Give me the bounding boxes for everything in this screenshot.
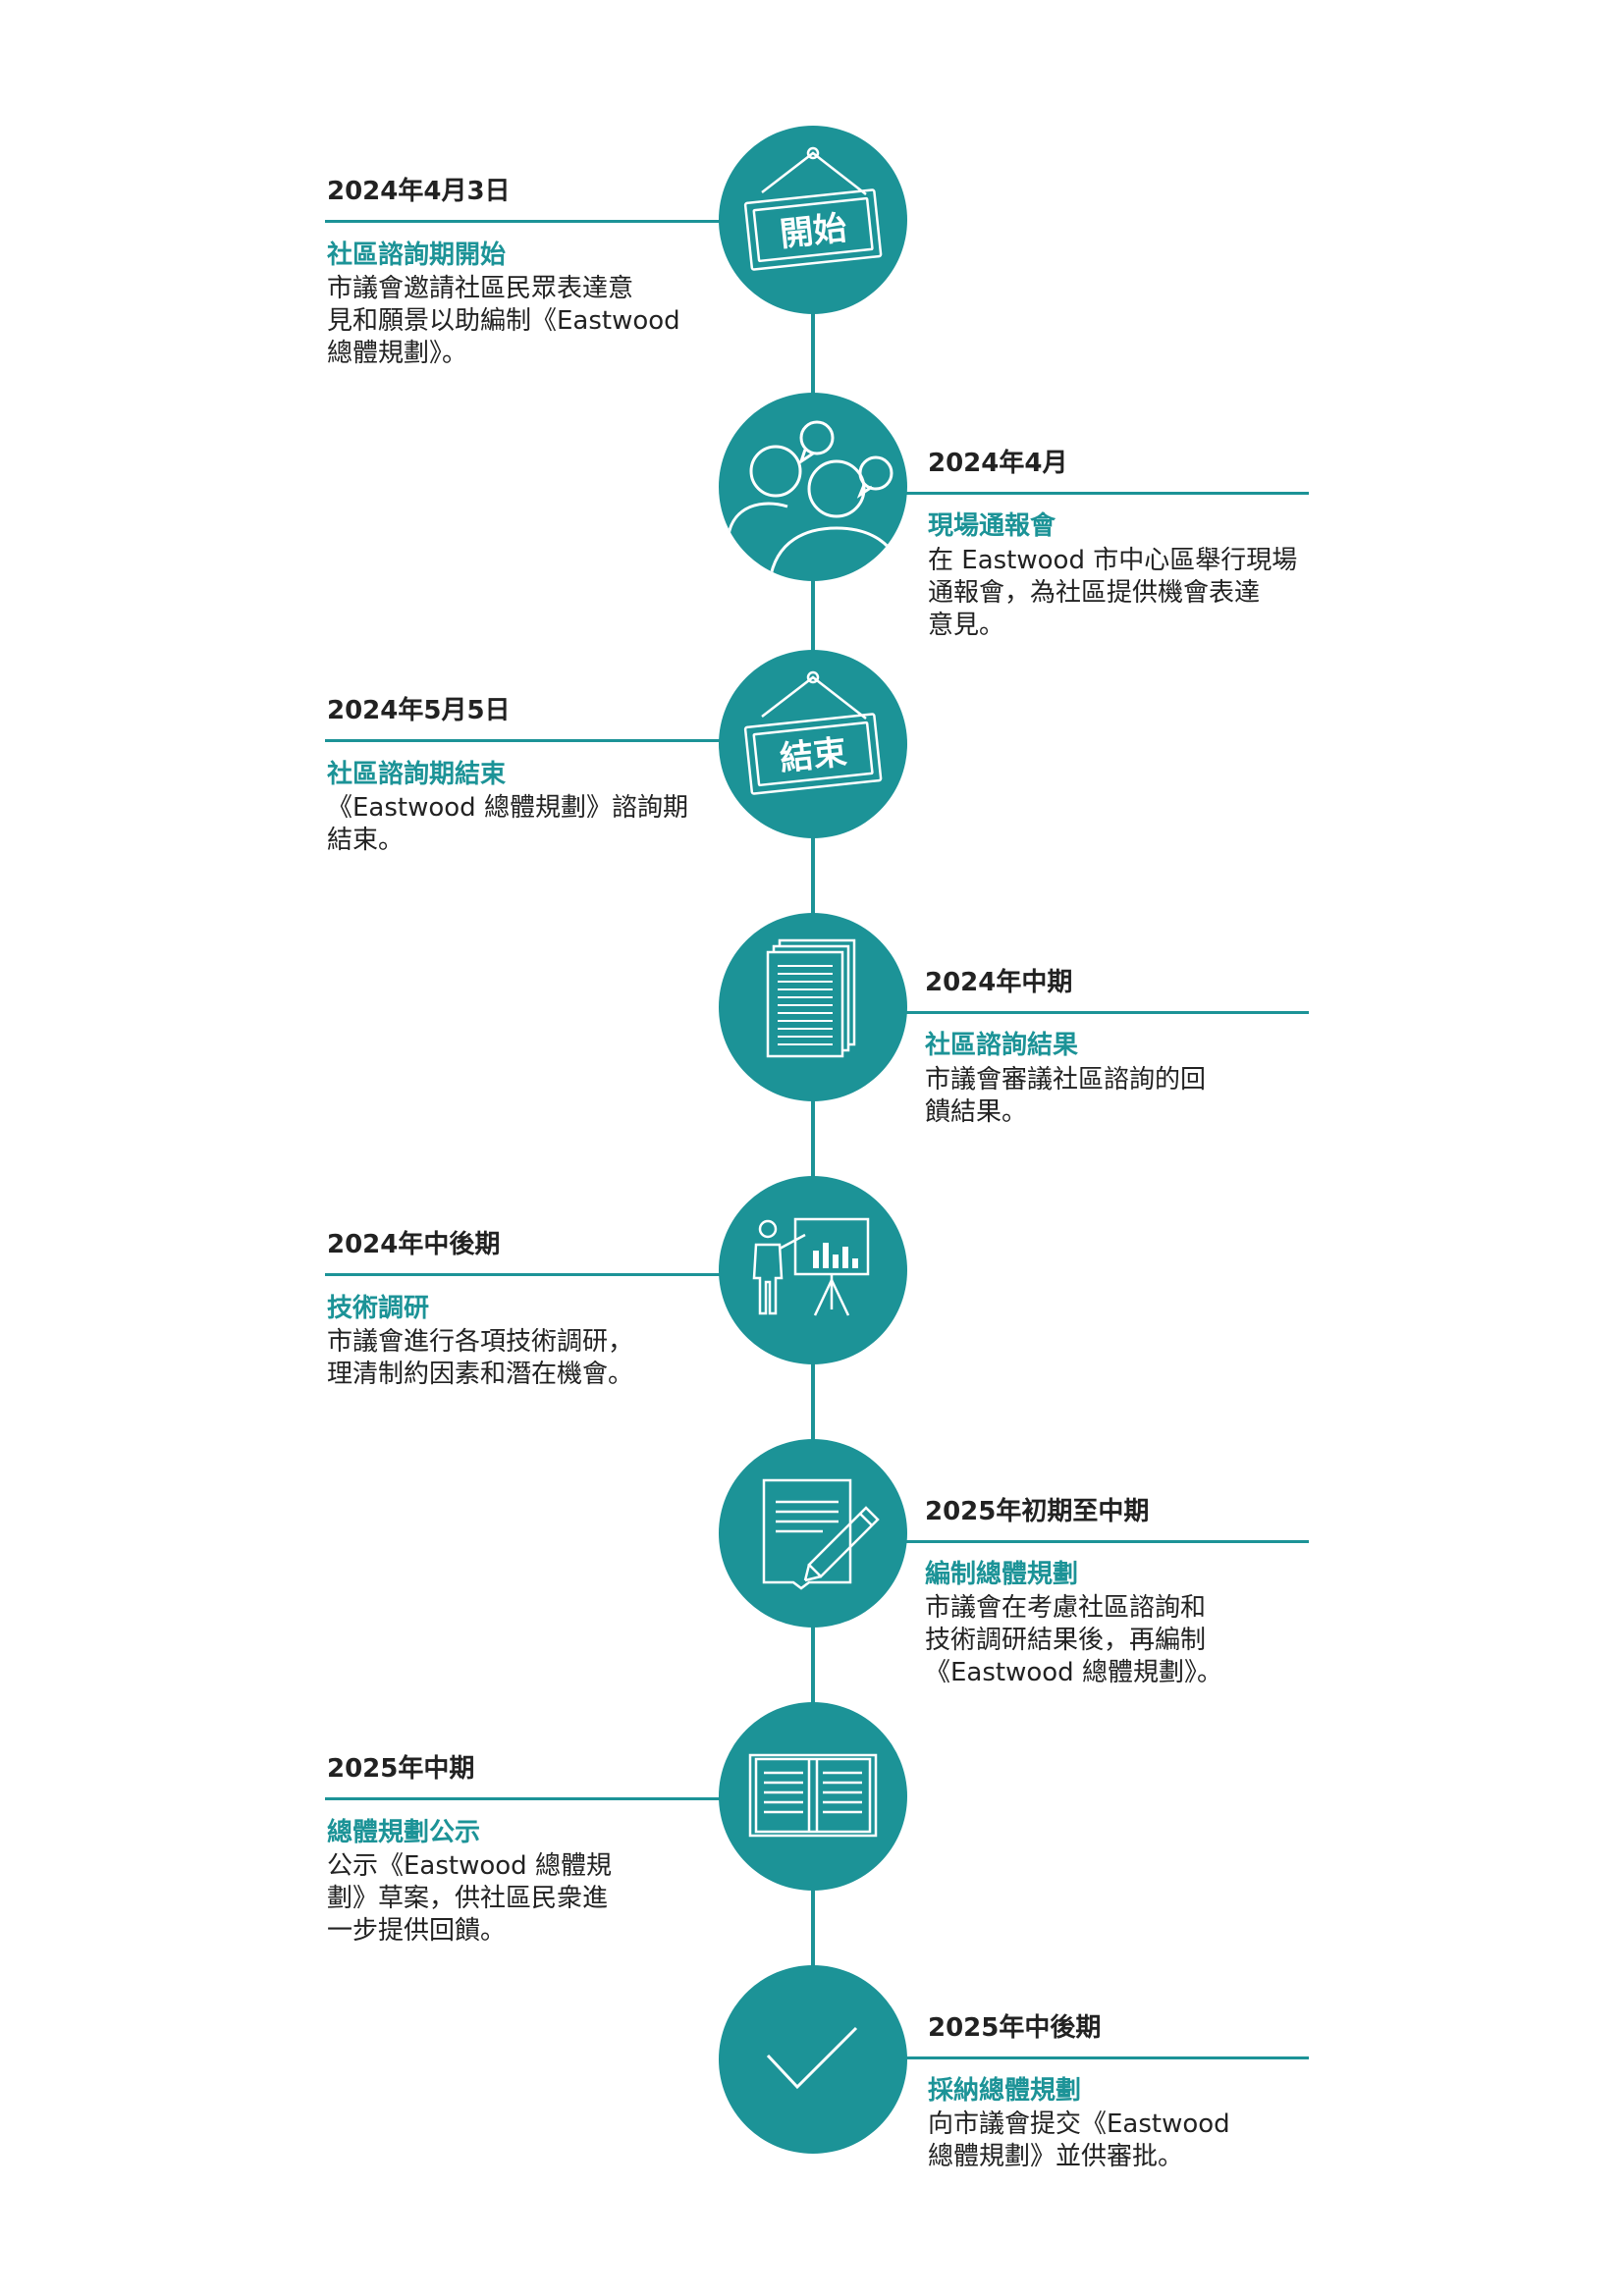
connector-line [325, 1273, 728, 1276]
timeline-date: 2024年中後期 [327, 1230, 501, 1259]
timeline-date: 2024年4月 [928, 449, 1068, 478]
timeline-description: 公示《Eastwood 總體規 劃》草案，供社區民衆進 一步提供回饋。 [327, 1851, 612, 1946]
timeline-date: 2025年中後期 [928, 2013, 1102, 2043]
timeline-title: 社區諮詢期結束 [327, 760, 507, 789]
timeline-node: 結束 [719, 650, 907, 838]
timeline-node [719, 1439, 907, 1628]
timeline-node: 開始 [719, 126, 907, 314]
open-book-icon [748, 1753, 878, 1838]
timeline-node [719, 913, 907, 1101]
timeline-title: 技術調研 [327, 1294, 430, 1323]
timeline-description: 在 Eastwood 市中心區舉行現場 通報會，為社區提供機會表達 意見。 [928, 546, 1298, 640]
timeline-description: 市議會在考慮社區諮詢和 技術調研結果後，再編制 《Eastwood 總體規劃》。 [925, 1593, 1222, 1687]
timeline-node [719, 1965, 907, 2154]
timeline-description: 《Eastwood 總體規劃》諮詢期 結束。 [327, 793, 688, 855]
checkmark-icon [766, 2026, 858, 2090]
timeline-title: 採納總體規劃 [928, 2076, 1082, 2106]
timeline-description: 市議會邀請社區民眾表達意 見和願景以助編制《Eastwood 總體規劃》。 [327, 274, 680, 368]
timeline-node [719, 1176, 907, 1364]
hanging-sign-icon: 開始 [743, 146, 883, 271]
sign-label: 開始 [778, 209, 848, 255]
timeline-title: 編制總體規劃 [925, 1560, 1079, 1589]
connector-line [325, 1797, 728, 1800]
timeline-date: 2024年5月5日 [327, 696, 511, 725]
timeline-date: 2025年初期至中期 [925, 1497, 1150, 1526]
timeline-date: 2025年中期 [327, 1754, 475, 1784]
connector-line [325, 739, 728, 742]
timeline-date: 2024年中期 [925, 968, 1073, 997]
document-pencil-icon [762, 1478, 880, 1590]
timeline-description: 市議會審議社區諮詢的回 饋結果。 [925, 1065, 1207, 1127]
documents-stack-icon [766, 938, 856, 1058]
presenter-chart-icon [752, 1217, 870, 1316]
connector-line [901, 2056, 1309, 2059]
connector-line [325, 220, 728, 223]
timeline-title: 總體規劃公示 [327, 1818, 481, 1847]
hanging-sign-icon: 結束 [743, 670, 883, 795]
connector-line [901, 1011, 1309, 1014]
sign-label: 結束 [778, 733, 848, 779]
timeline-description: 市議會進行各項技術調研， 理清制約因素和潛在機會。 [327, 1327, 634, 1389]
timeline-title: 現場通報會 [928, 511, 1056, 541]
connector-line [901, 492, 1309, 495]
people-speech-icon [727, 420, 905, 581]
timeline-title: 社區諮詢結果 [925, 1031, 1079, 1060]
timeline-date: 2024年4月3日 [327, 177, 511, 206]
timeline-description: 向市議會提交《Eastwood 總體規劃》並供審批。 [928, 2109, 1230, 2171]
timeline-node [719, 393, 907, 581]
connector-line [901, 1540, 1309, 1543]
timeline-title: 社區諮詢期開始 [327, 240, 507, 270]
timeline-node [719, 1702, 907, 1891]
timeline-line [811, 211, 815, 2056]
